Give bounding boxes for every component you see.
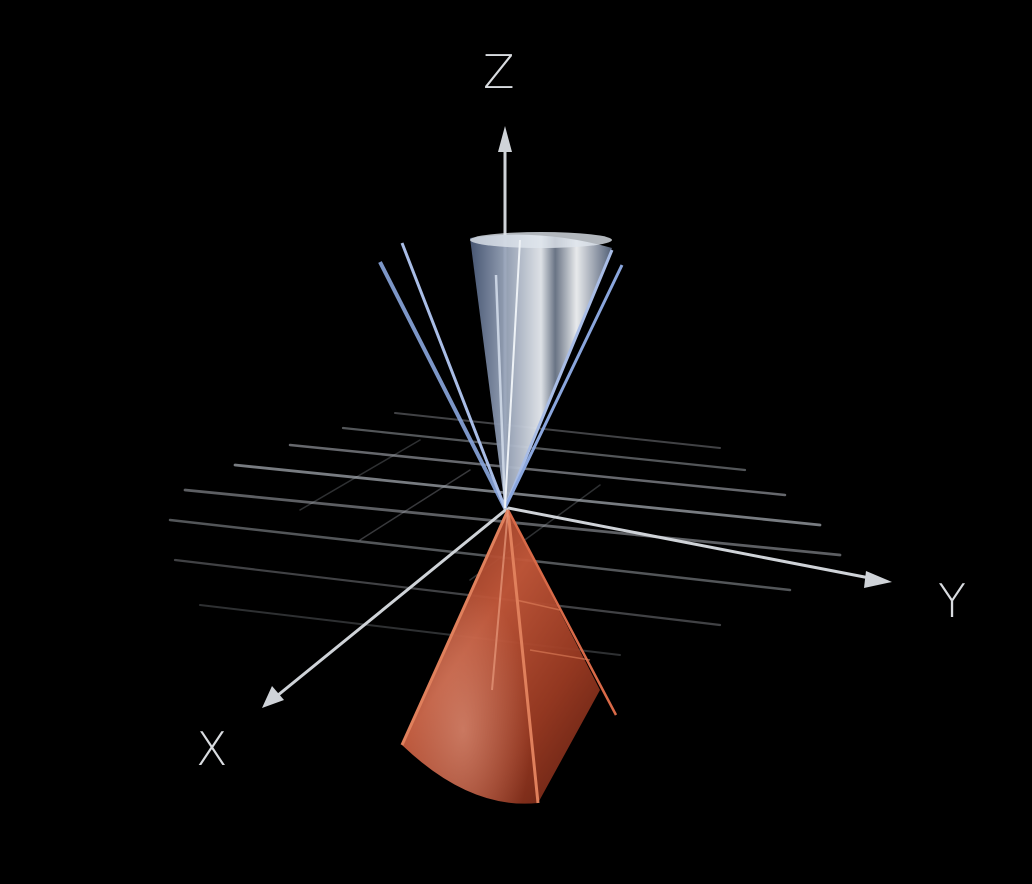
x-axis-arrowhead <box>262 686 284 708</box>
grid-line <box>299 439 421 511</box>
y-axis-arrowhead <box>864 571 892 588</box>
x-axis <box>262 506 509 708</box>
grid-line <box>341 426 747 472</box>
grid-line <box>394 412 721 449</box>
grid-line <box>173 558 722 627</box>
grid-line <box>288 443 787 497</box>
past-light-cone <box>400 509 618 804</box>
grid-line <box>233 463 822 527</box>
z-axis-arrowhead <box>498 126 512 152</box>
x-axis-label: X <box>196 722 228 776</box>
future-light-cone <box>378 232 624 509</box>
z-axis-label: Z <box>483 45 515 99</box>
y-axis-label: Y <box>938 574 966 628</box>
y-axis <box>507 506 892 588</box>
grid-line <box>168 518 792 592</box>
grid-line <box>359 469 471 541</box>
